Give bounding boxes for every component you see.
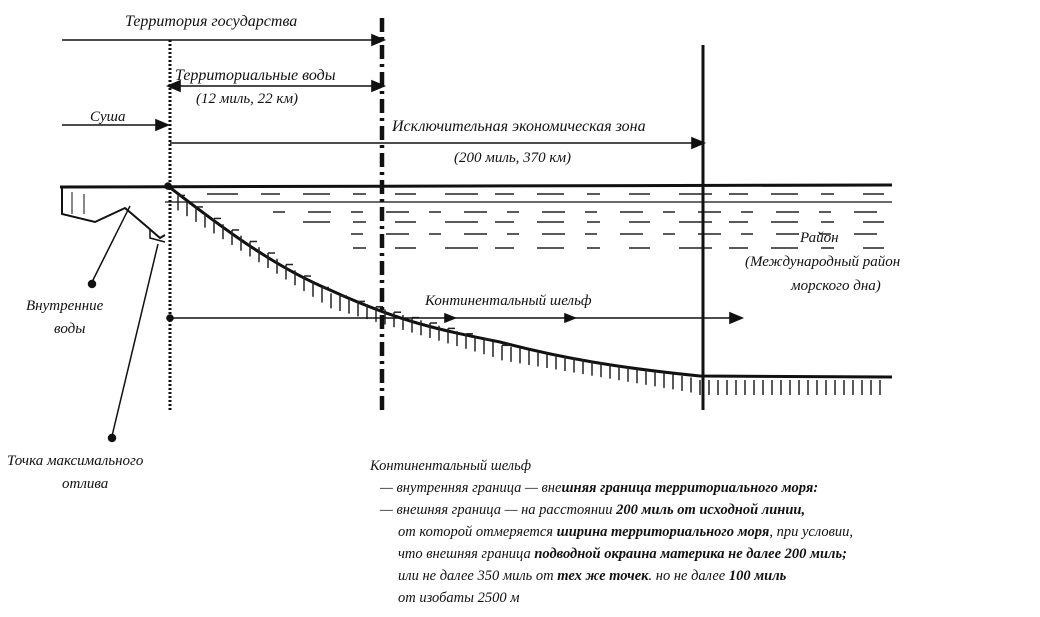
water-hatching: [207, 193, 884, 249]
note-line-5: или не далее 350 миль от тех же точек. н…: [398, 568, 787, 584]
note-line-2: — внешняя граница — на расстоянии 200 ми…: [380, 502, 806, 518]
arrows: [62, 33, 745, 325]
label-continental-shelf: Континентальный шельф: [424, 293, 592, 309]
label-low-tide-2: отлива: [62, 476, 108, 492]
label-internal-waters-1: Внутренние: [26, 298, 104, 314]
sea-surface: [59, 183, 893, 203]
label-area-full-2: морского дна): [790, 278, 881, 294]
continental-shelf-note: Континентальный шельф — внутренняя грани…: [370, 455, 853, 609]
label-territorial-waters-distance: (12 миль, 22 км): [196, 91, 298, 107]
note-line-6: от изобаты 2500 м: [398, 590, 520, 606]
seabed-hatching: [177, 194, 881, 395]
note-line-4: что внешняя граница подводной окраина ма…: [398, 546, 847, 562]
label-area-full-1: (Международный район: [745, 254, 900, 270]
label-eez-distance: (200 миль, 370 км): [454, 150, 571, 166]
label-land: Суша: [90, 109, 126, 125]
pointer-lines: [87, 182, 172, 443]
label-territorial-waters: Территориальные воды: [175, 67, 336, 84]
note-line-1: — внутренняя граница — внешняя граница т…: [380, 480, 819, 496]
label-state-territory: Территория государства: [125, 13, 297, 30]
label-low-tide-1: Точка максимального: [7, 453, 144, 469]
label-internal-waters-2: воды: [54, 321, 85, 337]
coastline: [61, 188, 166, 243]
label-eez: Исключительная экономическая зона: [391, 118, 646, 135]
note-title: Континентальный шельф: [370, 458, 532, 474]
note-line-3: от которой отмеряется ширина территориал…: [398, 524, 854, 540]
seabed-profile: [167, 184, 893, 379]
label-area: Район: [799, 230, 839, 246]
